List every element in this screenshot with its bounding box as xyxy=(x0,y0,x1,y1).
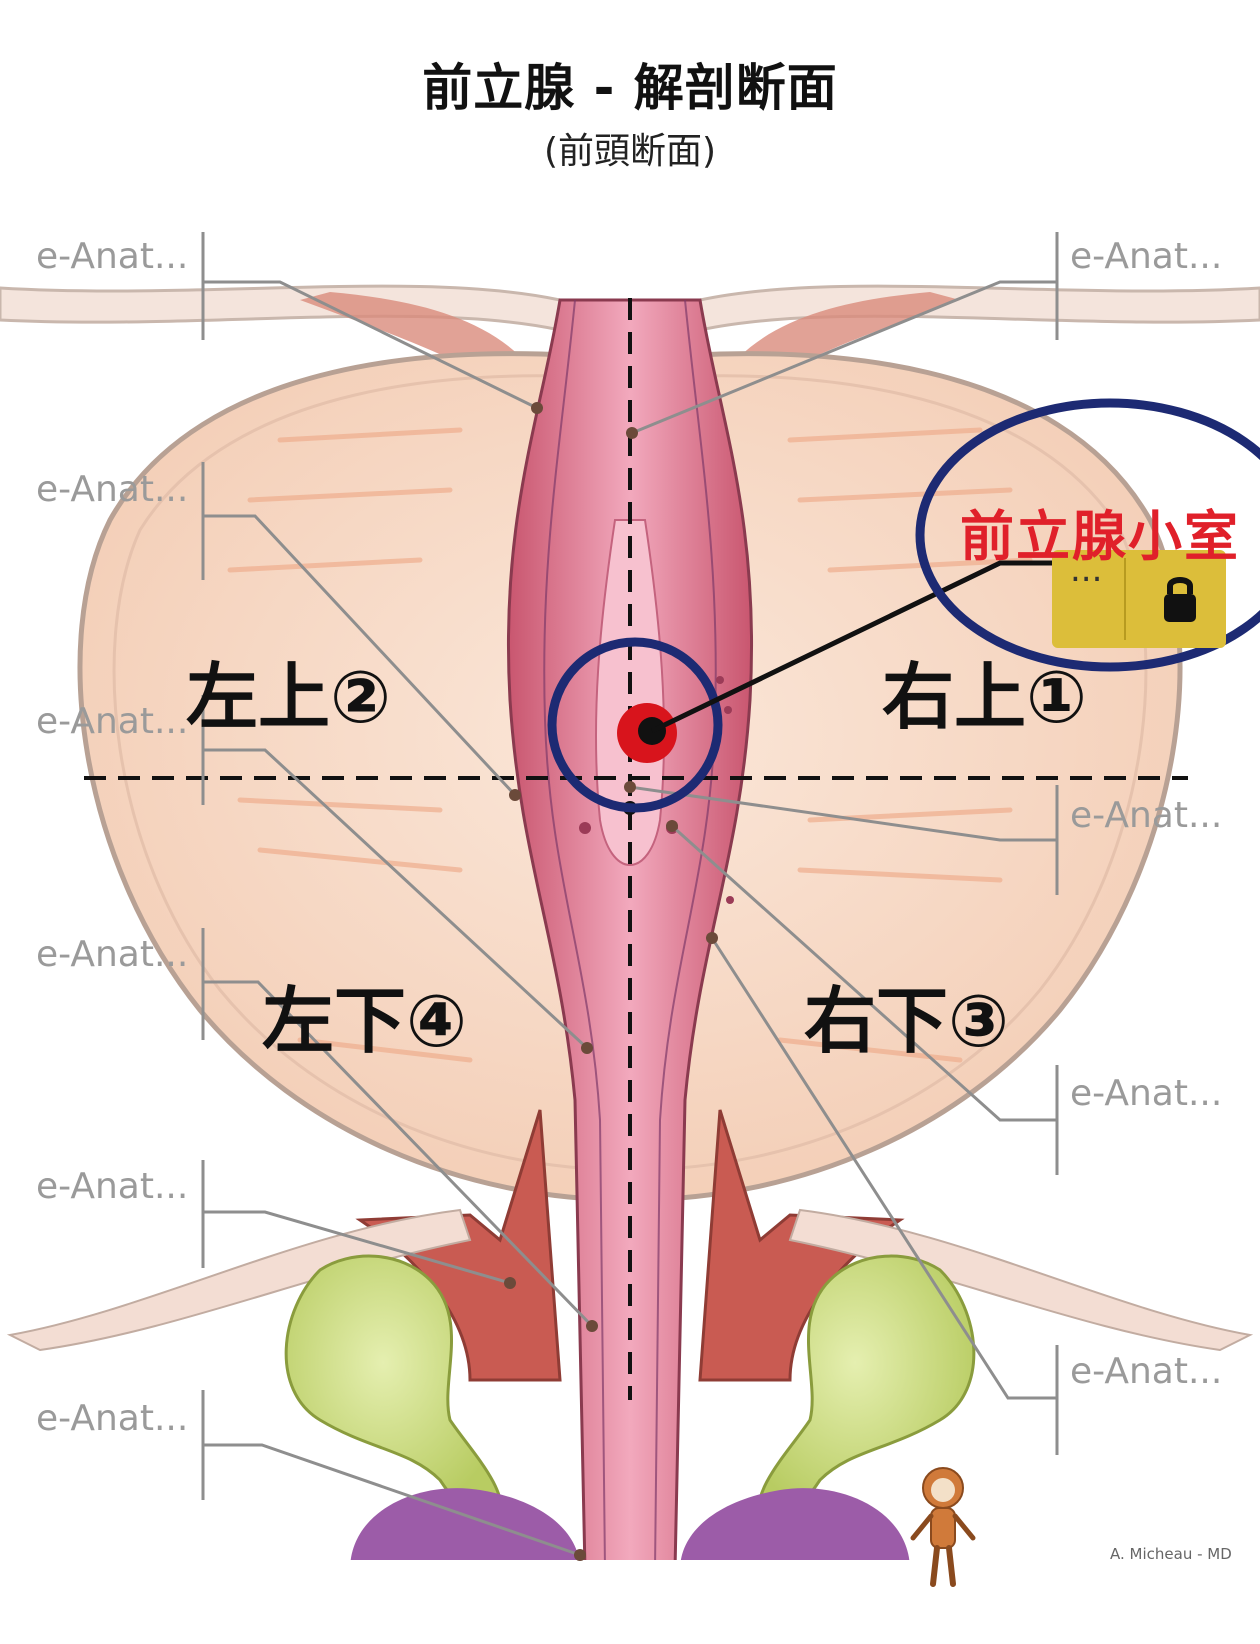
quadrant-lower-right: 右下③ xyxy=(804,979,1009,1063)
leader-endpoints xyxy=(504,402,718,1561)
utricle-circle xyxy=(547,637,723,813)
watermark-label: e-Anat... xyxy=(1070,795,1223,836)
locked-label-text: ... xyxy=(1070,550,1103,590)
watermark-label: e-Anat... xyxy=(36,701,189,742)
lock-icon xyxy=(1164,577,1196,622)
penile-bulb-left xyxy=(350,1488,580,1570)
page-title: 前立腺 - 解剖断面 xyxy=(422,59,838,117)
locked-label-box[interactable]: ... xyxy=(1052,550,1226,648)
perineal-membrane-right xyxy=(788,1208,1254,1352)
credit-text: A. Micheau - MD xyxy=(1110,1545,1232,1563)
watermark-label: e-Anat... xyxy=(1070,236,1223,277)
lockbox-divider xyxy=(1124,558,1126,640)
bladder-wall xyxy=(0,284,562,332)
quadrant-lower-left: 左下④ xyxy=(262,979,467,1063)
bladder-wall-right xyxy=(698,284,1260,332)
quadrant-upper-right: 右上① xyxy=(882,655,1087,739)
callout-label: 前立腺小室 xyxy=(960,505,1240,568)
watermark-label: e-Anat... xyxy=(36,236,189,277)
callout-leader xyxy=(650,560,1058,734)
label-leader-lines xyxy=(201,232,1059,1557)
page-subtitle: (前頭断面) xyxy=(543,131,717,172)
perineal-membrane xyxy=(6,1208,472,1352)
watermark-label: e-Anat... xyxy=(1070,1073,1223,1114)
watermark-label: e-Anat... xyxy=(36,1398,189,1439)
mascot-icon xyxy=(910,1467,976,1587)
callout-ellipse xyxy=(915,398,1260,672)
watermark-label: e-Anat... xyxy=(36,469,189,510)
penile-bulb-right xyxy=(680,1488,910,1570)
watermark-label: e-Anat... xyxy=(36,934,189,975)
quadrant-upper-left: 左上② xyxy=(186,655,391,739)
gland-texture xyxy=(227,427,1033,1063)
watermark-label: e-Anat... xyxy=(36,1166,189,1207)
watermark-label: e-Anat... xyxy=(1070,1351,1223,1392)
